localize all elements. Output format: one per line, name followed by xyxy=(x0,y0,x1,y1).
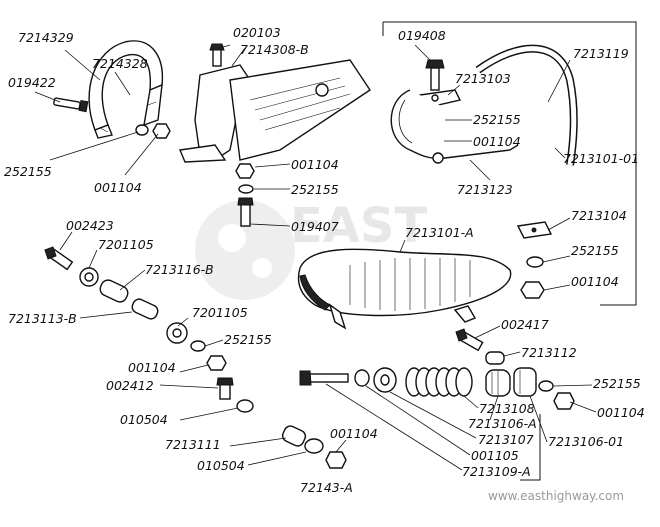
bolt-019408 xyxy=(425,59,445,91)
label-7213106-01: 7213106-01 xyxy=(548,434,624,449)
label-7214329: 7214329 xyxy=(18,30,74,45)
label-252155-f: 252155 xyxy=(593,376,641,391)
bolt-002417 xyxy=(455,328,484,352)
label-7213104: 7213104 xyxy=(571,208,627,223)
label-7214308-b: 7214308-B xyxy=(240,42,309,57)
washer-252155-a xyxy=(135,124,149,136)
label-002412: 002412 xyxy=(106,378,154,393)
washer-010504-a xyxy=(236,399,254,413)
label-001104-c: 001104 xyxy=(473,134,521,149)
label-252155-b: 252155 xyxy=(291,182,339,197)
label-7201105-b: 7201105 xyxy=(192,305,248,320)
label-7213113-b: 7213113-B xyxy=(8,311,77,326)
watermark-url: www.easthighway.com xyxy=(488,489,624,503)
label-019422: 019422 xyxy=(8,75,56,90)
washer-252155-d xyxy=(526,256,544,268)
label-252155-d: 252155 xyxy=(571,243,619,258)
label-7213101-01: 7213101-01 xyxy=(563,151,639,166)
bushing-7213116-b xyxy=(99,279,129,303)
bushing-7213111 xyxy=(281,425,307,447)
leader-lines xyxy=(34,44,597,471)
clamp-ring-part xyxy=(88,40,164,139)
label-010504-b: 010504 xyxy=(197,458,245,473)
label-7213112: 7213112 xyxy=(521,345,577,360)
label-002423: 002423 xyxy=(66,218,114,233)
label-001104-d: 001104 xyxy=(571,274,619,289)
washer-252155-b xyxy=(238,184,254,194)
label-001104-b: 001104 xyxy=(291,157,339,172)
saddle-7213101-a xyxy=(297,248,512,330)
label-010504-a: 010504 xyxy=(120,412,168,427)
bolt-019422 xyxy=(53,97,89,113)
spring-7213108 xyxy=(405,367,473,397)
part-labels: 7214329 7214328 019422 252155 001104 020… xyxy=(4,25,645,495)
label-019408: 019408 xyxy=(398,28,446,43)
nut-001104-d xyxy=(520,281,545,299)
label-7213107: 7213107 xyxy=(478,432,534,447)
washer-010504-b xyxy=(304,438,324,454)
washer-001105 xyxy=(354,369,370,387)
bolt-020103 xyxy=(209,43,225,67)
sleeve-7213113-b xyxy=(131,298,159,320)
washer-252155-e xyxy=(190,340,206,352)
label-002417: 002417 xyxy=(501,317,549,332)
bolt-019407 xyxy=(237,197,254,227)
label-7213116-b: 7213116-B xyxy=(145,262,214,277)
cap-7213106-01 xyxy=(513,367,537,397)
bolt-7213109-a xyxy=(299,370,349,386)
label-7213106-a: 7213106-A xyxy=(468,416,537,431)
svg-text:EAST: EAST xyxy=(290,198,428,254)
bushing-7213112 xyxy=(485,351,505,365)
label-7213111: 7213111 xyxy=(165,437,221,452)
label-001104-f: 001104 xyxy=(330,426,378,441)
label-020103: 020103 xyxy=(233,25,281,40)
nut-001104-e xyxy=(206,355,227,371)
label-7213103: 7213103 xyxy=(455,71,511,86)
label-7213109-a: 7213109-A xyxy=(462,464,531,479)
label-001105: 001105 xyxy=(471,448,519,463)
label-72143-a: 72143-A xyxy=(300,480,353,495)
label-7213119: 7213119 xyxy=(573,46,629,61)
nut-001104-f xyxy=(325,451,347,469)
nut-001104-b xyxy=(235,163,255,179)
group-bracket-right xyxy=(383,21,637,306)
washer-252155-f xyxy=(538,380,554,392)
label-001104-a: 001104 xyxy=(94,180,142,195)
label-7213108: 7213108 xyxy=(479,401,535,416)
label-7213123: 7213123 xyxy=(457,182,513,197)
nut-001104-a xyxy=(152,123,171,139)
label-7214328: 7214328 xyxy=(92,56,148,71)
cap-7213106-a xyxy=(485,369,511,397)
bolt-002423 xyxy=(44,246,74,271)
label-7213101-a: 7213101-A xyxy=(405,225,474,240)
bolt-002412 xyxy=(216,377,234,400)
label-001104-g: 001104 xyxy=(597,405,645,420)
label-252155-c: 252155 xyxy=(473,112,521,127)
saddle-bracket-part xyxy=(179,59,371,163)
label-252155-e: 252155 xyxy=(224,332,272,347)
label-252155-a: 252155 xyxy=(4,164,52,179)
label-7201105-a: 7201105 xyxy=(98,237,154,252)
label-019407: 019407 xyxy=(291,219,339,234)
group-bracket-bottom xyxy=(520,414,541,481)
nut-001104-g xyxy=(553,392,575,410)
label-001104-e: 001104 xyxy=(128,360,176,375)
